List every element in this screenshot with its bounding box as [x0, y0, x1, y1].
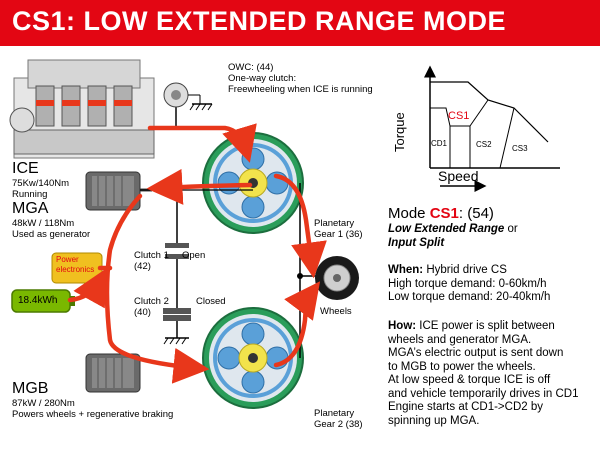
- mga-label: MGA 48kW / 118Nm Used as generator: [12, 200, 90, 240]
- page-title: CS1: LOW EXTENDED RANGE MODE: [12, 6, 507, 36]
- owc-label-line2: One-way clutch:: [228, 73, 297, 84]
- mode-heading: Mode CS1: (54): [388, 205, 494, 222]
- how-line1: ICE power is split between: [416, 320, 555, 332]
- planetary2-line1: Planetary: [314, 408, 355, 419]
- planetary2-label: Planetary Gear 2 (38): [314, 408, 363, 430]
- when-line2: High torque demand: 0-60km/h: [388, 277, 547, 290]
- graph-region-cs3: CS3: [512, 144, 528, 153]
- planetary2-line2: Gear 2 (38): [314, 419, 363, 430]
- mgb-status: Powers wheels + regenerative braking: [12, 409, 174, 420]
- mode-prefix: Mode: [388, 205, 430, 222]
- graph-y-label: Torque: [392, 112, 407, 152]
- mgb-motor: [85, 353, 141, 393]
- clutch-1: [165, 190, 189, 308]
- planetary-gear-2: [202, 307, 304, 409]
- power-electronics-line1: Power: [56, 255, 79, 264]
- how-block: How: ICE power is split between wheels a…: [388, 320, 578, 428]
- mgb-spec: 87kW / 280Nm: [12, 398, 75, 409]
- how-line7: Engine starts at CD1->CD2 by: [388, 401, 543, 413]
- wheels-label: Wheels: [320, 306, 352, 317]
- graph-region-cd1: CD1: [431, 139, 448, 148]
- mga-motor: [85, 171, 152, 211]
- ice-engine: [9, 59, 172, 159]
- ice-label: ICE 75Kw/140Nm Running: [12, 160, 69, 200]
- how-line6: and vehicle temporarily drives in CD1: [388, 387, 579, 400]
- how-line4: to MGB to power the wheels.: [388, 360, 536, 373]
- mgb-name: MGB: [12, 380, 49, 397]
- power-electronics-line2: electronics: [56, 265, 95, 274]
- torque-speed-graph: [424, 65, 560, 192]
- how-line8: spinning up MGA.: [388, 414, 480, 427]
- clutch2-state: Closed: [196, 296, 226, 307]
- mode-name: CS1: [429, 205, 459, 222]
- when-block: When: Hybrid drive CS High torque demand…: [388, 264, 550, 305]
- mode-line3: Input Split: [388, 236, 445, 249]
- owc-clutch: [163, 82, 213, 128]
- mga-status: Used as generator: [12, 229, 91, 240]
- planetary1-line1: Planetary: [314, 218, 355, 229]
- planetary1-label: Planetary Gear 1 (36): [314, 218, 363, 240]
- clutch1-label: Clutch 1 (42): [134, 250, 169, 272]
- how-line2: wheels and generator MGA.: [388, 333, 532, 346]
- owc-label: OWC: (44) One-way clutch: Freewheeling w…: [228, 62, 373, 95]
- owc-label-line3: Freewheeling when ICE is running: [228, 84, 373, 95]
- mode-description: Low Extended Range or Input Split: [388, 223, 518, 250]
- mga-name: MGA: [12, 200, 49, 217]
- battery-label: 18.4kWh: [18, 295, 58, 306]
- clutch1-number: (42): [134, 261, 151, 272]
- mgb-label: MGB 87kW / 280Nm Powers wheels + regener…: [12, 380, 173, 420]
- ice-status: Running: [12, 189, 48, 200]
- clutch2-number: (40): [134, 307, 151, 318]
- power-electronics-label: Power electronics: [56, 255, 94, 275]
- graph-region-cs1: CS1: [448, 110, 470, 122]
- graph-region-cs2: CS2: [476, 140, 492, 149]
- when-line1: Hybrid drive CS: [423, 264, 507, 276]
- planetary1-line2: Gear 1 (36): [314, 229, 363, 240]
- clutch2-name: Clutch 2: [134, 296, 169, 307]
- junction-dot: [297, 273, 303, 279]
- wheel: [315, 256, 359, 300]
- title-bar: [0, 0, 600, 46]
- mode-line2b: or: [504, 223, 518, 235]
- how-label: How:: [388, 320, 417, 332]
- power-flow: [67, 123, 327, 384]
- clutch1-state: Open: [182, 250, 206, 261]
- when-line3: Low torque demand: 20-40km/h: [388, 291, 551, 303]
- clutch-2: [163, 308, 191, 345]
- mode-line2a: Low Extended Range: [388, 223, 505, 235]
- when-label: When:: [388, 264, 424, 276]
- mga-spec: 48kW / 118Nm: [12, 218, 75, 229]
- ice-name: ICE: [12, 160, 39, 177]
- clutch2-label: Clutch 2 (40): [134, 296, 169, 318]
- graph-x-label: Speed: [438, 168, 479, 184]
- how-line3: MGA’s electric output is sent down: [388, 347, 564, 359]
- owc-label-line1: OWC: (44): [228, 62, 274, 73]
- ice-spec: 75Kw/140Nm: [12, 178, 70, 189]
- how-line5: At low speed & torque ICE is off: [388, 374, 551, 386]
- clutch1-name: Clutch 1: [134, 250, 169, 261]
- mode-suffix: : (54): [458, 205, 494, 222]
